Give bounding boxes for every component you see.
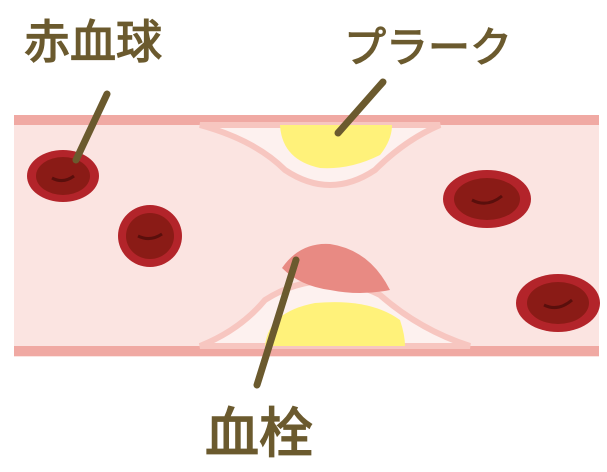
red-blood-cell	[27, 150, 99, 202]
red-blood-cell	[118, 205, 182, 267]
red-blood-cell-label: 赤血球	[24, 15, 163, 69]
red-blood-cell	[443, 170, 531, 228]
plaque-label: プラーク	[344, 23, 512, 72]
red-blood-cell	[516, 274, 600, 332]
thrombus-label: 血栓	[205, 402, 313, 465]
